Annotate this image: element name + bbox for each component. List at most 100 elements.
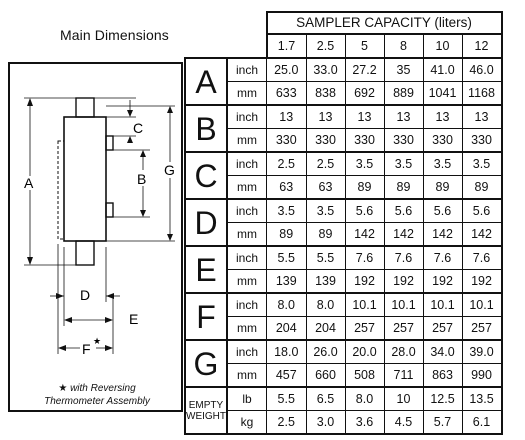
inch-value-cell: 5.5 <box>266 245 307 270</box>
inch-value-cell: 3.5 <box>305 198 346 223</box>
mm-value-cell: 257 <box>422 316 463 341</box>
capacity-header: SAMPLER CAPACITY (liters) <box>265 11 503 35</box>
inch-value-cell: 3.5 <box>422 151 463 176</box>
mm-value-cell: 889 <box>383 81 424 106</box>
mm-value-cell: 89 <box>305 222 346 247</box>
kg-value-cell: 2.5 <box>266 410 307 435</box>
footnote-line2: Thermometer Assembly <box>44 396 150 407</box>
inch-value-cell: 35 <box>383 57 424 82</box>
inch-value-cell: 5.6 <box>344 198 385 223</box>
label-b: B <box>137 171 146 187</box>
mm-value-cell: 192 <box>422 269 463 294</box>
inch-value-cell: 10.1 <box>422 292 463 317</box>
dimension-letter: A <box>184 57 228 106</box>
inch-value-cell: 2.5 <box>305 151 346 176</box>
unit-mm-label: mm <box>226 222 267 247</box>
mm-value-cell: 1041 <box>422 81 463 106</box>
inch-value-cell: 5.6 <box>422 198 463 223</box>
unit-inch-label: inch <box>226 57 267 82</box>
mm-value-cell: 330 <box>305 128 346 153</box>
footnote: ★ with Reversing Thermometer Assembly <box>12 382 182 408</box>
mm-value-cell: 89 <box>266 222 307 247</box>
mm-value-cell: 257 <box>461 316 503 341</box>
unit-inch-label: inch <box>226 198 267 223</box>
inch-value-cell: 28.0 <box>383 339 424 364</box>
inch-value-cell: 33.0 <box>305 57 346 82</box>
thermometer-dashed <box>57 140 65 240</box>
header-spacer <box>185 12 267 34</box>
capacity-cell: 10 <box>422 33 463 59</box>
inch-value-cell: 5.6 <box>461 198 503 223</box>
unit-inch-label: inch <box>226 151 267 176</box>
mm-value-cell: 330 <box>383 128 424 153</box>
mm-value-cell: 142 <box>344 222 385 247</box>
unit-kg-label: kg <box>226 410 267 435</box>
lower-fitting <box>105 202 114 218</box>
inch-value-cell: 7.6 <box>344 245 385 270</box>
mm-value-cell: 711 <box>383 363 424 388</box>
sampler-diagram: A C B G <box>24 97 175 357</box>
capacity-cell: 8 <box>383 33 424 59</box>
capacity-cell: 12 <box>461 33 503 59</box>
mm-value-cell: 139 <box>266 269 307 294</box>
inch-value-cell: 2.5 <box>266 151 307 176</box>
mm-value-cell: 1168 <box>461 81 503 106</box>
inch-value-cell: 25.0 <box>266 57 307 82</box>
unit-inch-label: inch <box>226 339 267 364</box>
mm-value-cell: 457 <box>266 363 307 388</box>
label-g: G <box>164 162 175 178</box>
inch-value-cell: 13 <box>422 104 463 129</box>
bottom-neck <box>75 240 95 266</box>
top-neck <box>75 97 95 118</box>
inch-value-cell: 10.1 <box>344 292 385 317</box>
upper-fitting <box>105 135 114 151</box>
inch-value-cell: 46.0 <box>461 57 503 82</box>
unit-lb-label: lb <box>226 386 267 411</box>
unit-mm-label: mm <box>226 269 267 294</box>
inch-value-cell: 20.0 <box>344 339 385 364</box>
lb-value-cell: 6.5 <box>305 386 346 411</box>
mm-value-cell: 89 <box>461 175 503 200</box>
inch-value-cell: 10.1 <box>461 292 503 317</box>
mm-value-cell: 192 <box>344 269 385 294</box>
unit-inch-label: inch <box>226 292 267 317</box>
inch-value-cell: 13 <box>305 104 346 129</box>
inch-value-cell: 34.0 <box>422 339 463 364</box>
inch-value-cell: 13 <box>344 104 385 129</box>
kg-value-cell: 3.6 <box>344 410 385 435</box>
mm-value-cell: 660 <box>305 363 346 388</box>
mm-value-cell: 838 <box>305 81 346 106</box>
inch-value-cell: 3.5 <box>383 151 424 176</box>
lb-value-cell: 5.5 <box>266 386 307 411</box>
dimension-diagram-box: A C B G <box>8 62 183 412</box>
unit-mm-label: mm <box>226 81 267 106</box>
dimension-letter: G <box>184 339 228 388</box>
mm-value-cell: 330 <box>266 128 307 153</box>
inch-value-cell: 10.1 <box>383 292 424 317</box>
capacity-cell: 1.7 <box>265 33 307 59</box>
mm-value-cell: 142 <box>383 222 424 247</box>
dimension-letter: D <box>184 198 228 247</box>
mm-value-cell: 330 <box>344 128 385 153</box>
star-icon: ★ <box>58 383 68 394</box>
inch-value-cell: 7.6 <box>461 245 503 270</box>
mm-value-cell: 142 <box>461 222 503 247</box>
lb-value-cell: 12.5 <box>422 386 463 411</box>
mm-value-cell: 257 <box>344 316 385 341</box>
dimension-letter: B <box>184 104 228 153</box>
mm-value-cell: 89 <box>422 175 463 200</box>
kg-value-cell: 3.0 <box>305 410 346 435</box>
inch-value-cell: 3.5 <box>461 151 503 176</box>
inch-value-cell: 3.5 <box>266 198 307 223</box>
unit-inch-label: inch <box>226 104 267 129</box>
